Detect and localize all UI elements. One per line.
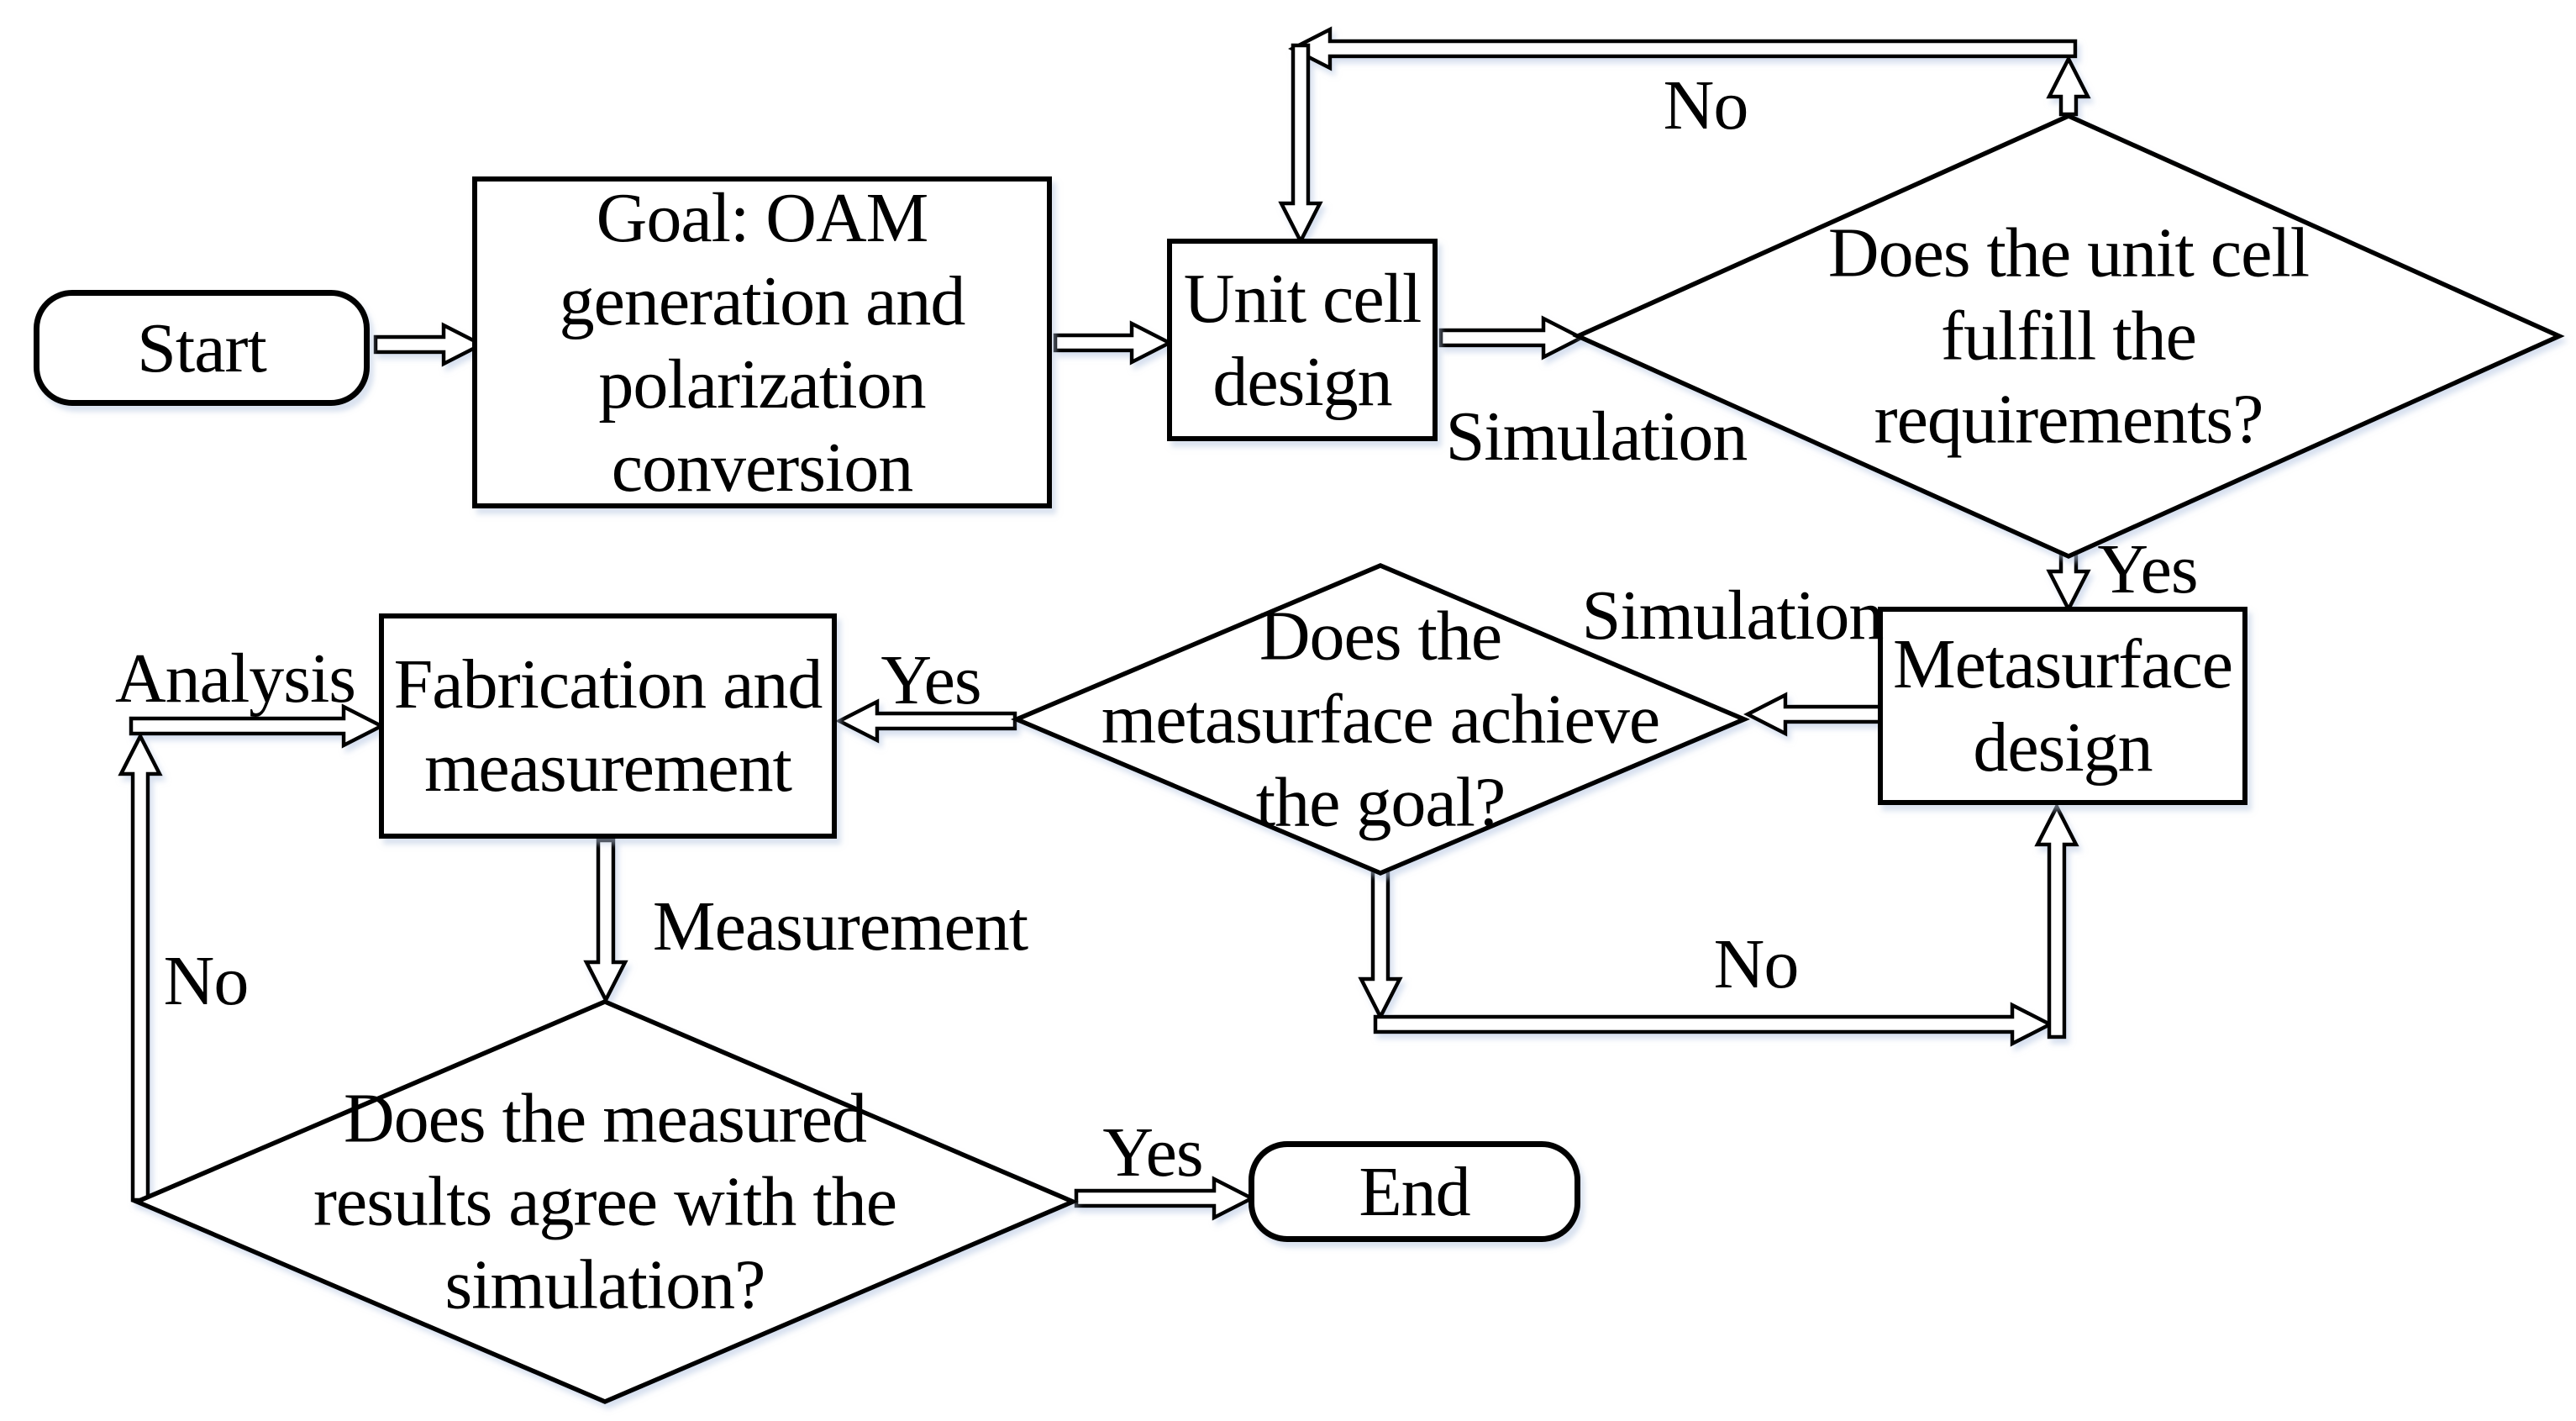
node-goal-line: generation and: [559, 261, 966, 340]
node-fabrication-measurement: Fabrication and measurement: [379, 613, 837, 839]
edge-label-yes-unit: Yes: [2097, 530, 2198, 608]
decision-metasurface-text: Does the metasurface achieve the goal?: [1101, 595, 1660, 845]
decision-measured-line: simulation?: [444, 1245, 766, 1324]
node-goal: Goal: OAM generation and polarization co…: [472, 176, 1052, 508]
arrow-decision2-down: [1358, 869, 1403, 1021]
arrow-analysis-to-fabrication: [129, 703, 386, 749]
edge-label-simulation-meta: Simulation: [1581, 576, 1885, 655]
decision-metasurface-shape: [1010, 563, 1751, 876]
arrow-no-left-up: [118, 732, 163, 1203]
arrow-goal-to-unitcell: [1053, 320, 1174, 366]
node-unit-cell-line: design: [1212, 342, 1392, 421]
arrow-no-bottom-horizontal: [1373, 1002, 2054, 1047]
arrow-metasurface-to-decision2: [1743, 692, 1885, 737]
node-goal-line: Goal: OAM: [596, 178, 929, 257]
node-goal-line: conversion: [611, 428, 914, 507]
decision-metasurface-line: metasurface achieve: [1101, 680, 1660, 759]
edge-label-yes-measured: Yes: [1102, 1113, 1203, 1192]
arrow-decision3-to-end: [1074, 1176, 1256, 1221]
decision-unit-cell-shape: [1572, 113, 2565, 560]
arrow-no-up-to-metasurface: [2034, 803, 2079, 1039]
decision-measured-line: results agree with the: [313, 1162, 897, 1241]
arrow-decision2-to-fabrication: [835, 698, 1017, 744]
node-metasurface-line: Metasurface: [1892, 625, 2233, 703]
node-metasurface-line: design: [1973, 708, 2153, 787]
edge-label-yes-meta: Yes: [881, 641, 981, 719]
edge-label-simulation-unit: Simulation: [1445, 397, 1748, 476]
arrow-decision1-to-metasurface: [2046, 549, 2091, 613]
arrow-start-to-goal: [373, 322, 486, 367]
node-goal-line: polarization: [598, 345, 926, 424]
node-start: Start: [34, 290, 370, 406]
node-start-label: Start: [137, 308, 267, 387]
decision-metasurface-line: the goal?: [1255, 763, 1506, 842]
decision-unit-cell-line: requirements?: [1874, 380, 2264, 459]
decision-unit-cell-text: Does the unit cell fulfill the requireme…: [1827, 212, 2310, 461]
node-fabrication-line: measurement: [424, 729, 792, 807]
node-end: End: [1249, 1141, 1580, 1242]
decision-measured-text: Does the measured results agree with the…: [313, 1077, 897, 1327]
arrow-no-down-to-unitcell: [1278, 43, 1323, 245]
decision-unit-cell-line: Does the unit cell: [1827, 213, 2310, 292]
decision-measured-shape: [131, 999, 1079, 1404]
edge-label-no-meta: No: [1713, 925, 1800, 1003]
arrow-decision1-up: [2046, 55, 2091, 117]
decision-unit-cell-line: fulfill the: [1941, 297, 2197, 376]
decision-measured-line: Does the measured: [343, 1079, 867, 1158]
arrow-unitcell-to-decision1: [1438, 315, 1585, 361]
decision-metasurface-line: Does the: [1259, 597, 1502, 676]
node-unit-cell-line: Unit cell: [1183, 259, 1422, 338]
arrow-no-top-horizontal: [1288, 26, 2078, 71]
node-metasurface-design: Metasurface design: [1878, 607, 2247, 805]
node-fabrication-line: Fabrication and: [393, 645, 823, 724]
node-unit-cell-design: Unit cell design: [1167, 239, 1438, 441]
edge-label-analysis: Analysis: [115, 639, 356, 718]
node-end-label: End: [1359, 1152, 1470, 1231]
edge-label-no-unit: No: [1663, 66, 1749, 145]
edge-label-no-measured: No: [163, 942, 250, 1020]
decision-shapes: [131, 113, 2565, 1404]
arrow-fabrication-to-decision3: [583, 838, 628, 1004]
edge-label-measurement: Measurement: [652, 887, 1028, 966]
